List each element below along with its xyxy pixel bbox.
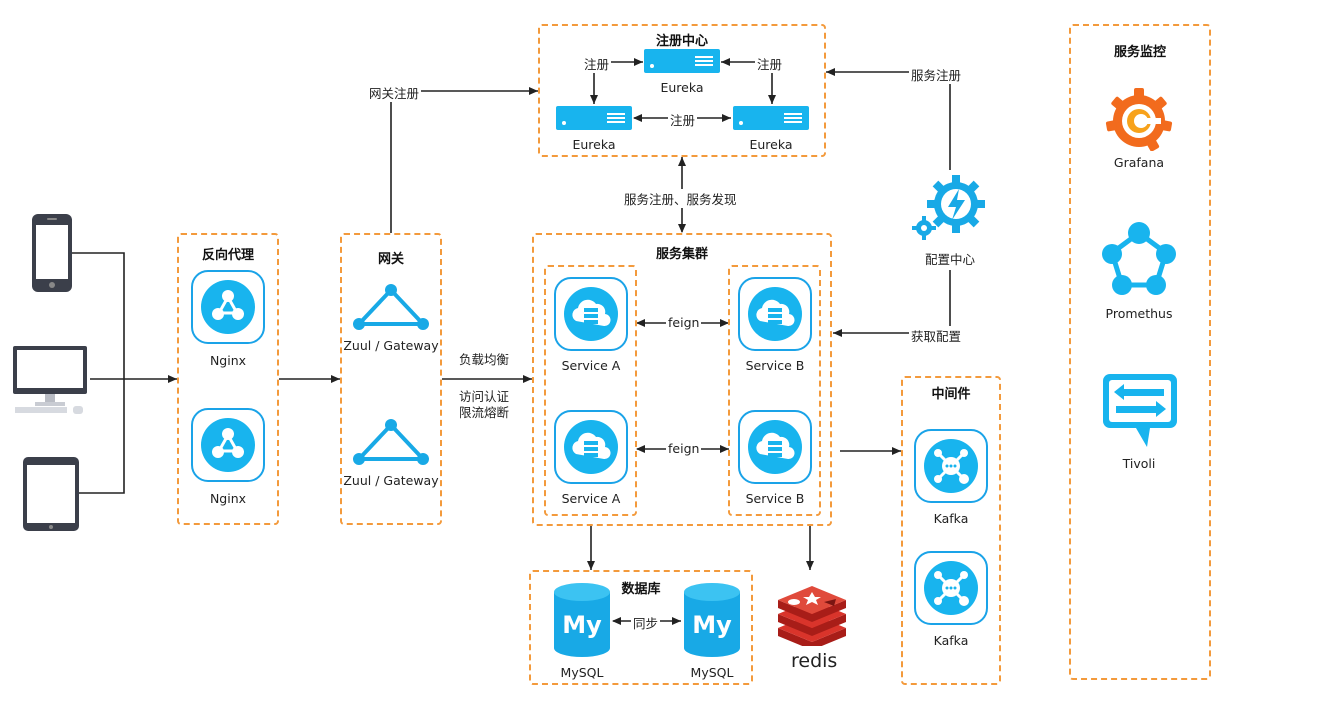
- edge-label-load-balance: 负载均衡: [459, 352, 510, 367]
- edge-label-feign-2: feign: [666, 441, 702, 456]
- nginx-1-label: Nginx: [209, 353, 247, 368]
- edge-label-feign-1: feign: [666, 315, 702, 330]
- cluster-title: 服务集群: [655, 247, 708, 262]
- middleware-title: 中间件: [931, 387, 971, 402]
- mysql-cylinder-icon: My: [684, 583, 740, 657]
- edge-gateway-register: [390, 87, 538, 233]
- service-a-1-label: Service A: [561, 358, 621, 373]
- cloud-server-icon: [738, 277, 812, 351]
- redis-label: redis: [791, 650, 838, 672]
- cluster-group: 服务集群: [532, 233, 832, 526]
- edge-label-register-discover: 服务注册、服务发现: [622, 189, 739, 208]
- edge-label-get-config: 获取配置: [909, 326, 964, 345]
- zuul-2-label: Zuul / Gateway: [343, 473, 439, 488]
- edge-label-gateway-register: 网关注册: [367, 83, 422, 102]
- reverse-proxy-group: 反向代理: [177, 233, 279, 525]
- mysql-2-label: MySQL: [690, 665, 734, 680]
- prometheus-label: Promethus: [1105, 306, 1173, 321]
- kafka-2-label: Kafka: [933, 633, 969, 648]
- svg-text:My: My: [562, 611, 602, 639]
- middleware-group: 中间件: [901, 376, 1001, 685]
- edge-get-config: [833, 270, 951, 337]
- edge-label-auth: 访问认证: [459, 389, 510, 404]
- zuul-1-label: Zuul / Gateway: [343, 338, 439, 353]
- monitoring-title: 服务监控: [1113, 45, 1166, 60]
- mysql-cylinder-icon: My: [554, 583, 610, 657]
- eureka-left-label: Eureka: [572, 137, 616, 152]
- triangle-network-icon: [353, 419, 429, 465]
- eureka-right-server-icon: [733, 106, 809, 130]
- cloud-server-icon: [554, 277, 628, 351]
- gear-lightning-icon: [912, 175, 985, 240]
- gateway-group: 网关: [340, 233, 442, 525]
- grafana-icon: [1105, 88, 1173, 151]
- kafka-icon: [914, 429, 988, 503]
- nginx-share-icon: [191, 270, 265, 344]
- cloud-server-icon: [554, 410, 628, 484]
- service-b-1-label: Service B: [745, 358, 805, 373]
- edge-label-register-right: 注册: [755, 54, 785, 73]
- eureka-right-label: Eureka: [749, 137, 793, 152]
- database-title: 数据库: [621, 582, 661, 597]
- svg-text:My: My: [692, 611, 732, 639]
- redis-icon: [778, 586, 846, 646]
- monitoring-group: 服务监控: [1069, 24, 1211, 680]
- edge-service-register: [826, 68, 951, 170]
- prometheus-pentagon-icon: [1102, 222, 1176, 295]
- registry-group: 注册中心: [538, 24, 826, 157]
- service-a-subgroup: [544, 265, 637, 516]
- reverse-proxy-title: 反向代理: [201, 248, 254, 263]
- edge-phone-bus: [72, 252, 125, 494]
- mysql-1-label: MySQL: [560, 665, 604, 680]
- kafka-1-label: Kafka: [933, 511, 969, 526]
- tivoli-label: Tivoli: [1122, 456, 1156, 471]
- edge-label-register-left: 注册: [582, 54, 612, 73]
- eureka-left-server-icon: [556, 106, 632, 130]
- desktop-icon: [13, 346, 87, 414]
- phone-icon: [32, 214, 72, 292]
- config-center-label: 配置中心: [924, 252, 975, 267]
- grafana-label: Grafana: [1113, 155, 1165, 170]
- service-a-2-label: Service A: [561, 491, 621, 506]
- edge-label-sync: 同步: [631, 613, 661, 632]
- kafka-icon: [914, 551, 988, 625]
- cloud-server-icon: [738, 410, 812, 484]
- edge-label-limit: 限流熔断: [459, 405, 510, 420]
- edge-label-register-middle: 注册: [668, 110, 698, 129]
- nginx-2-label: Nginx: [209, 491, 247, 506]
- nginx-share-icon: [191, 408, 265, 482]
- database-group: 数据库: [529, 570, 753, 685]
- eureka-top-server-icon: [644, 49, 720, 73]
- service-b-subgroup: [728, 265, 821, 516]
- eureka-top-label: Eureka: [660, 80, 704, 95]
- tivoli-icon: [1103, 374, 1177, 447]
- registry-title: 注册中心: [655, 34, 708, 49]
- edge-label-service-register: 服务注册: [909, 65, 964, 84]
- triangle-network-icon: [353, 284, 429, 330]
- service-b-2-label: Service B: [745, 491, 805, 506]
- gateway-title: 网关: [377, 252, 404, 267]
- tablet-icon: [23, 457, 79, 531]
